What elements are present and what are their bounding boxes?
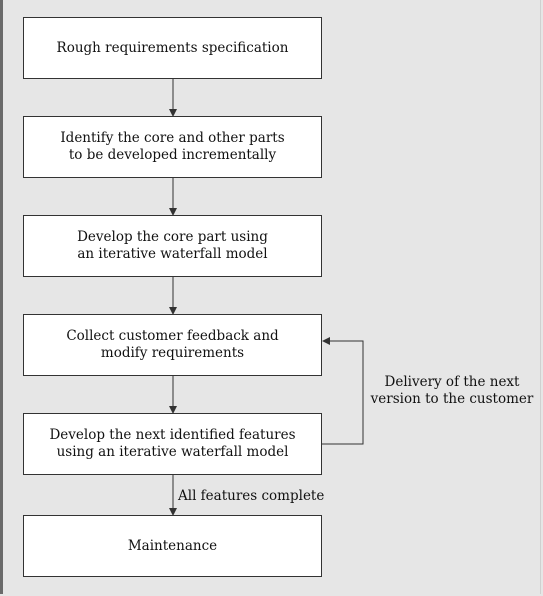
step-identify-core-parts: Identify the core and other parts to be … <box>23 116 322 178</box>
feedback-loop-arrow <box>322 337 364 445</box>
step-collect-feedback: Collect customer feedback and modify req… <box>23 314 322 376</box>
step-rough-requirements: Rough requirements specification <box>23 17 322 79</box>
loop-label: Delivery of the next version to the cust… <box>370 374 534 407</box>
step-develop-core: Develop the core part using an iterative… <box>23 215 322 277</box>
step-develop-next-features: Develop the next identified features usi… <box>23 413 322 475</box>
exit-label: All features complete <box>178 488 325 504</box>
step-maintenance: Maintenance <box>23 515 322 577</box>
